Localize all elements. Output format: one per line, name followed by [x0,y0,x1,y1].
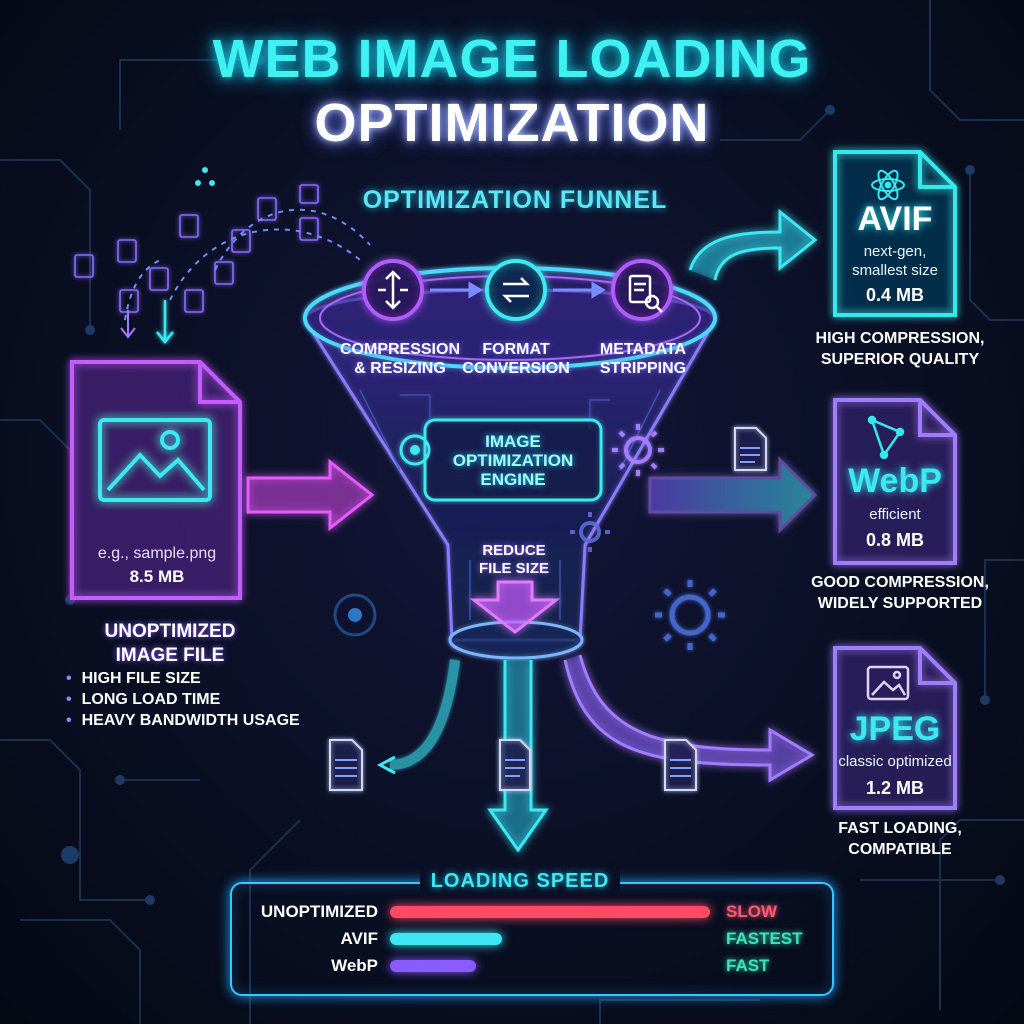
input-arrow [246,458,375,532]
webp-size: 0.8 MB [865,530,925,550]
engine-label: IMAGE OPTIMIZATION ENGINE [452,432,574,489]
step-metadata-label: METADATA STRIPPING [599,341,687,377]
atom-icon [871,169,905,201]
avif-desc: next-gen, smallest size [852,243,938,279]
speed-label-unoptimized: UNOPTIMIZED [260,902,378,921]
avif-name: AVIF [857,200,933,238]
jpeg-size: 1.2 MB [865,778,925,798]
speed-label-webp: WebP [331,956,378,975]
source-bullets: HIGH FILE SIZE LONG LOAD TIME HEAVY BAND… [66,668,300,731]
scattered-doc-icons [74,184,319,313]
image-file-icon [70,360,242,600]
source-label: UNOPTIMIZED IMAGE FILE [104,621,236,666]
speed-bar-webp [390,960,476,972]
page-title-line2: OPTIMIZATION [314,93,710,153]
page-title-line1: WEB IMAGE LOADING [212,29,812,89]
bullet-item: HEAVY BANDWIDTH USAGE [66,710,300,731]
loading-speed-title: LOADING SPEED [420,870,620,893]
avif-file-frame [833,150,957,317]
avif-size: 0.4 MB [865,285,925,305]
image-icon [866,665,910,701]
jpeg-file-frame [833,646,957,810]
jpeg-caption: FAST LOADING, COMPATIBLE [838,820,962,858]
webp-desc: efficient [869,506,921,523]
webp-file-frame [833,398,957,565]
gear-icon [570,512,610,552]
bullet-item: HIGH FILE SIZE [66,668,300,689]
source-filename: e.g., sample.png [97,545,217,562]
funnel-title: OPTIMIZATION FUNNEL [362,186,668,214]
avif-caption: HIGH COMPRESSION, SUPERIOR QUALITY [815,330,985,368]
vector-nodes-icon [867,415,905,460]
speed-status-avif: FASTEST [726,929,803,948]
webp-caption: GOOD COMPRESSION, WIDELY SUPPORTED [811,574,989,612]
speed-label-avif: AVIF [340,929,378,948]
bullet-item: LONG LOAD TIME [66,689,300,710]
arrow-left [389,659,460,770]
gear-icon [655,580,725,650]
step-compression-label: COMPRESSION & RESIZING [339,341,460,377]
gear-icon [612,424,664,476]
step-format-label: FORMAT CONVERSION [462,341,570,377]
reduce-label: REDUCE FILE SIZE [478,542,549,577]
jpeg-desc: classic optimized [838,753,952,770]
source-size: 8.5 MB [129,567,185,586]
speed-bar-avif [390,933,502,945]
speed-bar-unoptimized [390,906,710,918]
arrow-to-avif [688,208,818,281]
jpeg-name: JPEG [849,710,941,748]
speed-status-unoptimized: SLOW [726,902,777,921]
arrow-to-webp [648,456,818,534]
convert-arrows-icon [485,259,547,321]
small-doc-icon [329,427,767,791]
speed-status-webp: FAST [726,956,770,975]
down-arrow-icon [469,580,561,634]
webp-name: WebP [848,462,942,500]
